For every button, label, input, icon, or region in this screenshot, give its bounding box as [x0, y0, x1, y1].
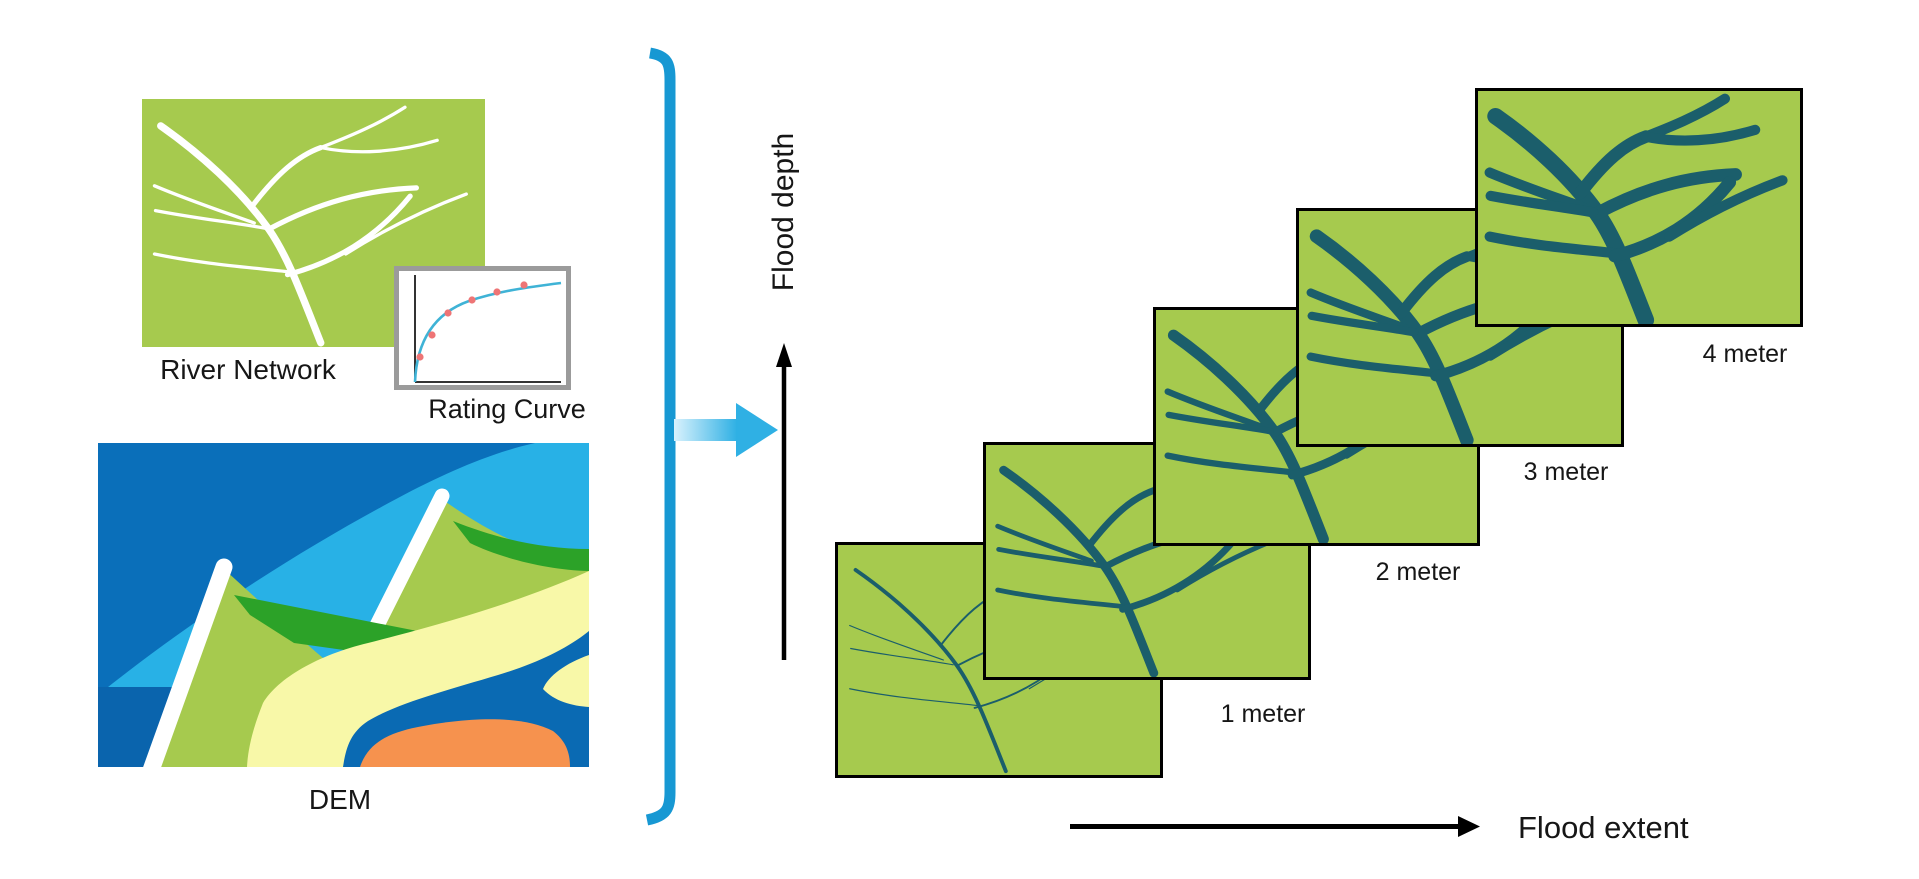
dem-terrain-drawing [98, 443, 589, 767]
flood-extent-axis-arrow [1070, 816, 1480, 837]
depth-label-2-meter: 2 meter [1375, 558, 1461, 586]
rating-curve-label: Rating Curve [428, 394, 586, 424]
dem-image [98, 443, 589, 767]
flood-depth-axis-label: Flood depth [767, 132, 800, 292]
dem-label: DEM [308, 784, 372, 815]
flood-depth-axis-arrow [776, 343, 792, 660]
rating-curve-chart [394, 266, 571, 390]
river-network-label: River Network [160, 354, 336, 385]
flood-extent-axis-label: Flood extent [1518, 810, 1689, 845]
flood-map-panel-4m [1475, 88, 1803, 327]
depth-label-1-meter: 1 meter [1220, 700, 1306, 728]
rating-curve-plot [413, 275, 562, 383]
depth-label-4-meter: 4 meter [1702, 340, 1788, 368]
depth-label-3-meter: 3 meter [1523, 458, 1609, 486]
flow-arrow-icon [674, 403, 778, 457]
bracket-divider [645, 47, 676, 826]
